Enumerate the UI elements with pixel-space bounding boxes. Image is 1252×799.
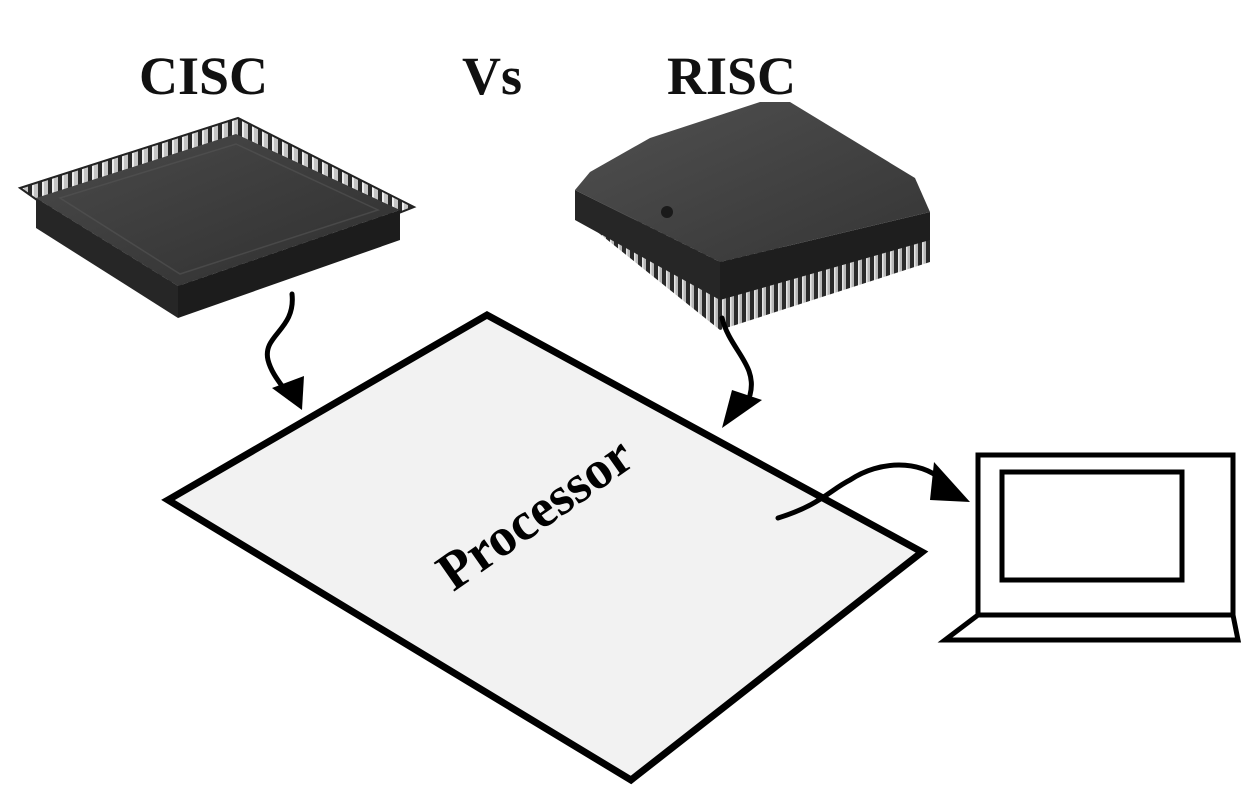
risc-to-processor-arrow bbox=[719, 315, 762, 428]
processor-block: Processor bbox=[161, 310, 929, 785]
processor-to-laptop-arrow bbox=[775, 462, 970, 521]
laptop-icon bbox=[937, 452, 1242, 643]
cisc-heading: CISC bbox=[139, 46, 269, 106]
qfp-chip-icon bbox=[575, 102, 930, 330]
cisc-to-processor-arrow bbox=[264, 291, 304, 410]
risc-heading: RISC bbox=[667, 46, 797, 106]
plcc-chip-icon bbox=[17, 116, 417, 318]
vs-heading: Vs bbox=[462, 46, 523, 106]
